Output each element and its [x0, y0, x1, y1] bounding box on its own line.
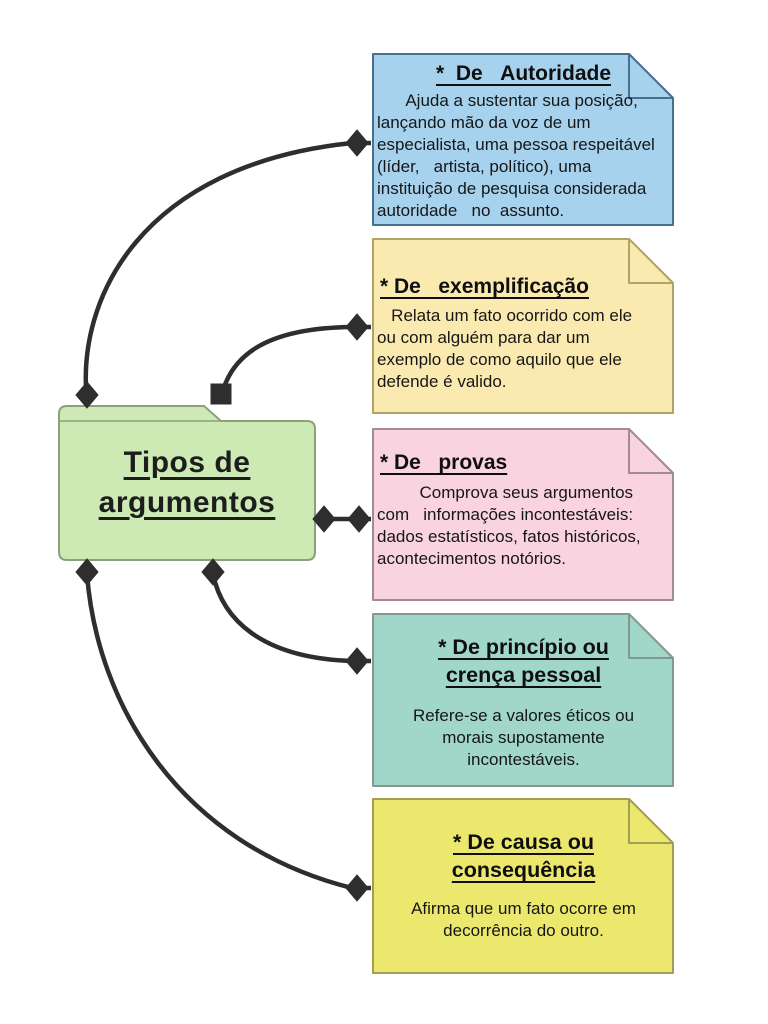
folded-corner-icon	[628, 428, 674, 474]
note-de-autoridade: * De Autoridade Ajuda a sustentar sua po…	[372, 53, 675, 227]
note-de-exemplificacao: * De exemplificação Relata um fato ocorr…	[372, 238, 675, 415]
folded-corner-icon	[628, 53, 674, 99]
node-tipos-de-argumentos: Tipos de argumentos	[58, 405, 316, 561]
folded-corner-icon	[628, 798, 674, 844]
diamond-endpoint	[75, 558, 99, 586]
diamond-endpoint	[345, 313, 369, 341]
diamond-endpoint	[345, 129, 369, 157]
connector-de-principio	[210, 573, 371, 664]
note-de-provas: * De provas Comprova seus argumentos com…	[372, 428, 675, 602]
square-endpoint	[210, 383, 232, 405]
note-body: Comprova seus argumentos com informações…	[377, 483, 641, 568]
note-title: * De exemplificação	[380, 275, 589, 298]
diamond-endpoint	[201, 558, 225, 586]
diamond-endpoint	[312, 505, 336, 533]
note-title: * De princípio ou	[438, 635, 609, 659]
note-shape	[372, 798, 674, 974]
note-shape	[372, 238, 674, 414]
diamond-endpoint	[345, 647, 369, 675]
note-title-line-2: crença pessoal	[445, 663, 602, 687]
connector-de-causa	[84, 573, 371, 891]
note-shape	[372, 428, 674, 601]
note-shape	[372, 53, 674, 226]
note-de-causa-ou-consequencia: * De causa ou consequência Afirma que um…	[372, 798, 675, 975]
note-title-line-2: consequência	[451, 858, 596, 882]
note-body: Refere-se a valores éticos ou morais sup…	[412, 706, 635, 769]
note-de-principio-ou-crenca-pessoal: * De princípio ou crença pessoal Refere-…	[372, 613, 675, 788]
folded-corner-icon	[628, 613, 674, 659]
note-title: * De causa ou	[453, 830, 594, 854]
connector-de-autoridade	[83, 140, 371, 401]
connector-de-exemplificacao	[218, 324, 371, 399]
note-title: * De Autoridade	[435, 62, 612, 85]
diamond-endpoint	[345, 874, 369, 902]
folded-corner-icon	[628, 238, 674, 284]
note-title: * De provas	[380, 451, 508, 474]
diamond-endpoint	[347, 505, 371, 533]
center-node-title: Tipos de argumentos	[98, 446, 276, 519]
note-shape	[372, 613, 674, 787]
folder-shape	[58, 405, 316, 561]
note-body: Ajuda a sustentar sua posição, lançando …	[377, 91, 655, 220]
note-body: Relata um fato ocorrido com ele ou com a…	[377, 306, 633, 391]
note-body: Afirma que um fato ocorre em decorrência…	[411, 899, 636, 940]
